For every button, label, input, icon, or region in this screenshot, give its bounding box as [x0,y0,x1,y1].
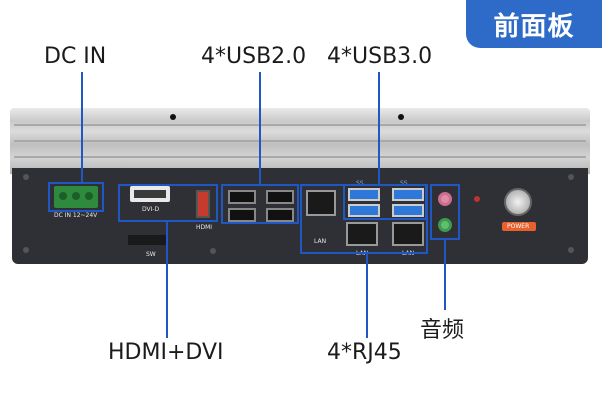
ss1-text: SS [356,180,364,187]
usb3-callout-line [378,72,380,186]
audio-callout-box [430,184,460,240]
chassis-groove [14,140,586,142]
mic-jack-icon [438,192,452,206]
ss2-text: SS [400,180,408,187]
screw [568,174,574,180]
chassis-groove [14,156,586,158]
usb3-port-icon [392,204,424,217]
usb2-port-icon [228,190,256,204]
dc-terminal-icon [54,186,98,208]
hdmi-dvi-callout-box [118,184,218,222]
dvi-text: DVI-D [142,206,160,213]
lan-port-icon [306,190,336,216]
chassis-groove [14,124,586,126]
hdmi-dvi-label: HDMI+DVI [108,340,224,365]
power-button[interactable] [504,188,532,216]
usb3-port-icon [348,204,380,217]
usb2-port-icon [266,208,294,222]
usb2-callout-box [221,184,299,224]
sw-text: SW [146,251,156,258]
audio-label: 音频 [420,318,465,343]
screw [568,247,574,253]
dc-in-rating-text: DC IN 12~24V [54,212,98,219]
usb3-port-icon [348,188,380,201]
rj45-callout-line [366,254,368,338]
power-label-plate [502,222,536,231]
lan1-text: LAN [314,238,327,245]
led-indicator-icon [474,196,480,202]
dc-in-callout-box [48,182,104,212]
dc-in-callout-line [81,72,83,184]
screw [210,248,216,254]
hdmi-dvi-callout-line [166,222,168,338]
lan-port-icon [346,222,378,246]
dc-in-label: DC IN [44,44,107,69]
rj45-callout-box [300,184,428,254]
hdmi-text: HDMI [196,224,213,231]
screw [23,247,29,253]
screw [170,114,176,120]
usb2-callout-line [259,72,261,186]
audio-out-jack-icon [438,218,452,232]
usb3-label: 4*USB3.0 [327,44,433,69]
dvi-port-icon [130,186,170,202]
screw [23,174,29,180]
power-text: POWER [507,223,530,230]
rj45-label: 4*RJ45 [327,340,402,365]
usb2-label: 4*USB2.0 [201,44,307,69]
hdmi-port-icon [196,190,210,218]
usb2-port-icon [266,190,294,204]
front-panel-badge: 前面板 [466,0,602,48]
audio-callout-line [444,240,446,310]
lan-port-icon [392,222,424,246]
usb2-port-icon [228,208,256,222]
screw [398,114,404,120]
usb3-port-icon [392,188,424,201]
sw-switch-icon [128,235,166,245]
